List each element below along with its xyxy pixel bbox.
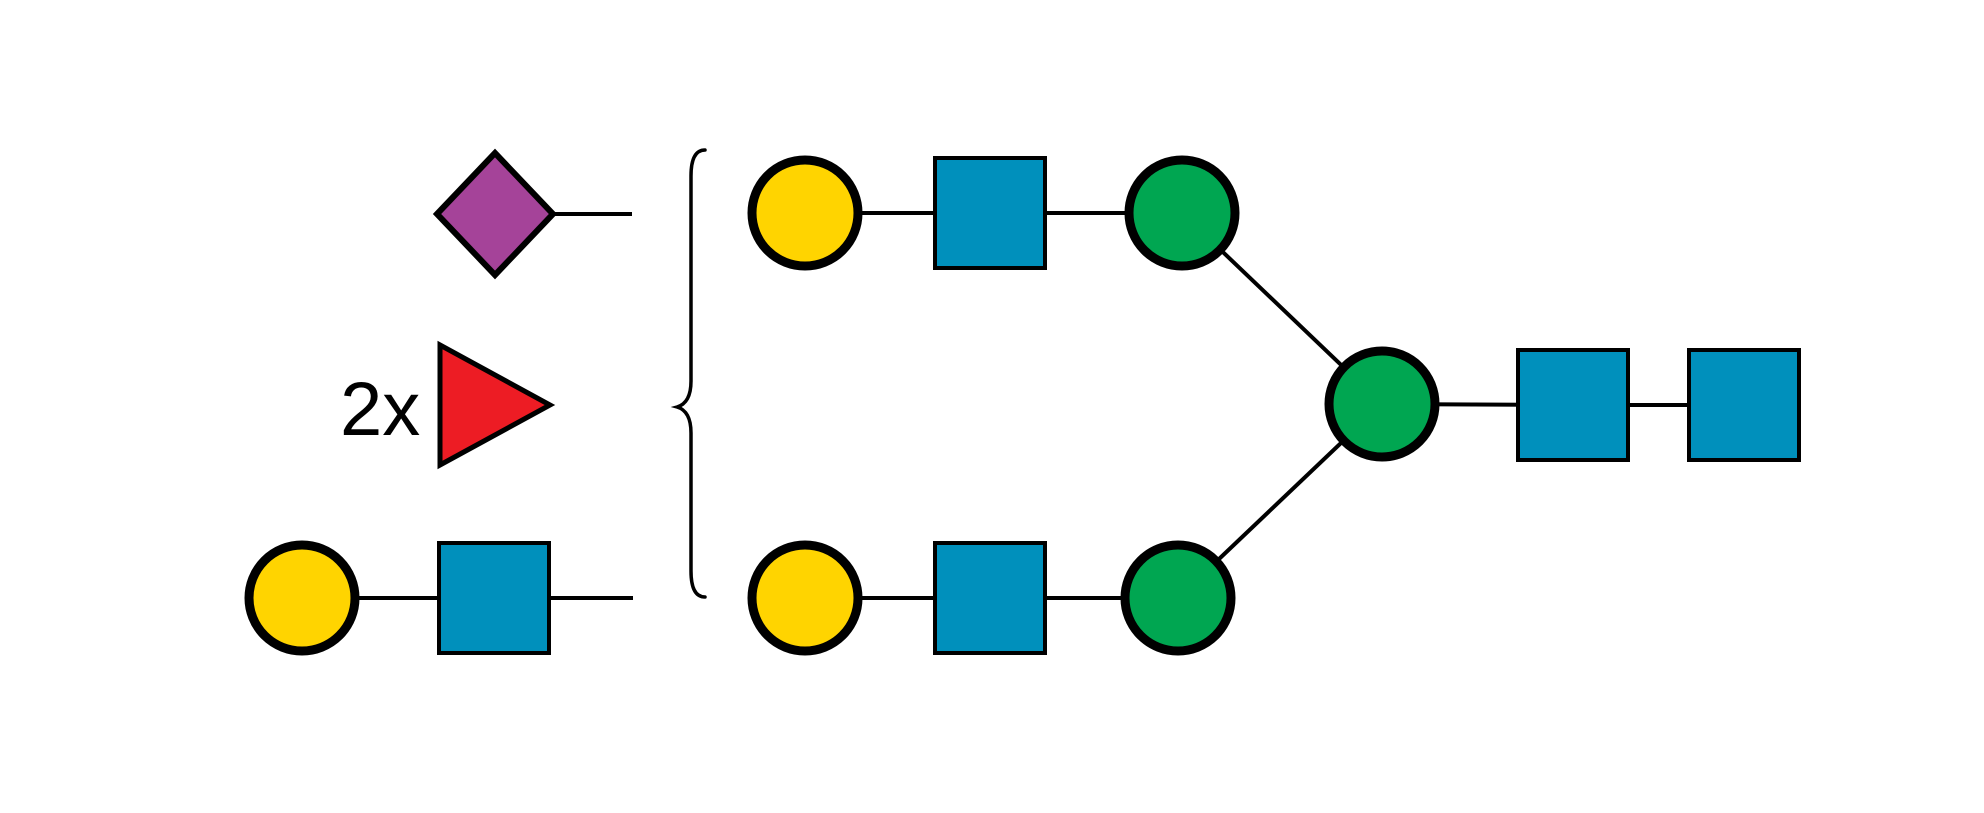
- glcnac-square-icon: [933, 156, 1047, 270]
- multiplier-label: 2x: [340, 367, 421, 452]
- glcnac-square-icon: [1687, 348, 1801, 462]
- glcnac-square-icon: [437, 541, 551, 655]
- gal-circle-icon: [244, 540, 360, 656]
- neu5ac-diamond-icon: [432, 148, 558, 280]
- glcnac-square-icon: [1516, 348, 1630, 462]
- fuc-triangle-icon: [437, 340, 556, 470]
- gal-circle-icon: [747, 155, 863, 271]
- gal-circle-icon: [747, 540, 863, 656]
- glcnac-square-icon: [933, 541, 1047, 655]
- grouping-brace: [670, 148, 707, 599]
- man-circle-icon: [1124, 155, 1240, 271]
- man-circle-icon: [1120, 540, 1236, 656]
- man-circle-icon: [1324, 346, 1440, 462]
